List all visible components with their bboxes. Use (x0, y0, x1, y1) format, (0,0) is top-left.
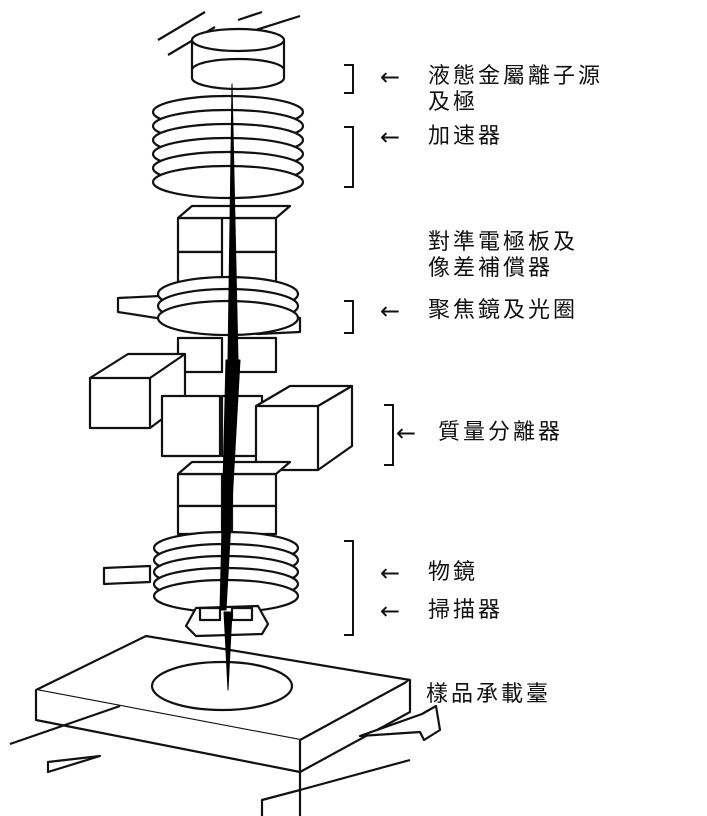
objective-lens (104, 532, 298, 612)
arrow-ion-source: ← (380, 64, 400, 90)
bracket-accelerator (344, 126, 354, 188)
arrow-accelerator: ← (380, 124, 400, 150)
arrow-scanner: ← (380, 598, 400, 624)
bracket-objective-scanner (344, 540, 354, 636)
arrow-condenser: ← (380, 298, 400, 324)
mass-separator (90, 338, 352, 470)
label-scanner: 掃描器 (428, 598, 503, 624)
arrow-objective: ← (380, 560, 400, 586)
condenser-lens (118, 277, 300, 335)
label-mass-separator: 質量分離器 (438, 420, 563, 446)
sample-stage (10, 636, 440, 816)
accelerator-rings (153, 96, 303, 198)
label-stage: 樣品承載臺 (426, 682, 551, 708)
label-objective: 物鏡 (428, 560, 478, 586)
label-ion-source-1: 液態金屬離子源 (428, 64, 603, 90)
ion-source (192, 29, 284, 89)
label-condenser: 聚焦鏡及光圈 (428, 298, 578, 324)
bracket-mass-separator (384, 404, 394, 466)
arrow-mass-separator: ← (396, 420, 416, 446)
label-alignment-1: 對準電極板及 (428, 230, 578, 256)
label-accelerator: 加速器 (428, 124, 503, 150)
label-alignment-2: 像差補償器 (428, 256, 553, 282)
label-ion-source-2: 及極 (428, 90, 478, 116)
bracket-condenser (344, 300, 354, 334)
bracket-ion-source (344, 64, 354, 94)
